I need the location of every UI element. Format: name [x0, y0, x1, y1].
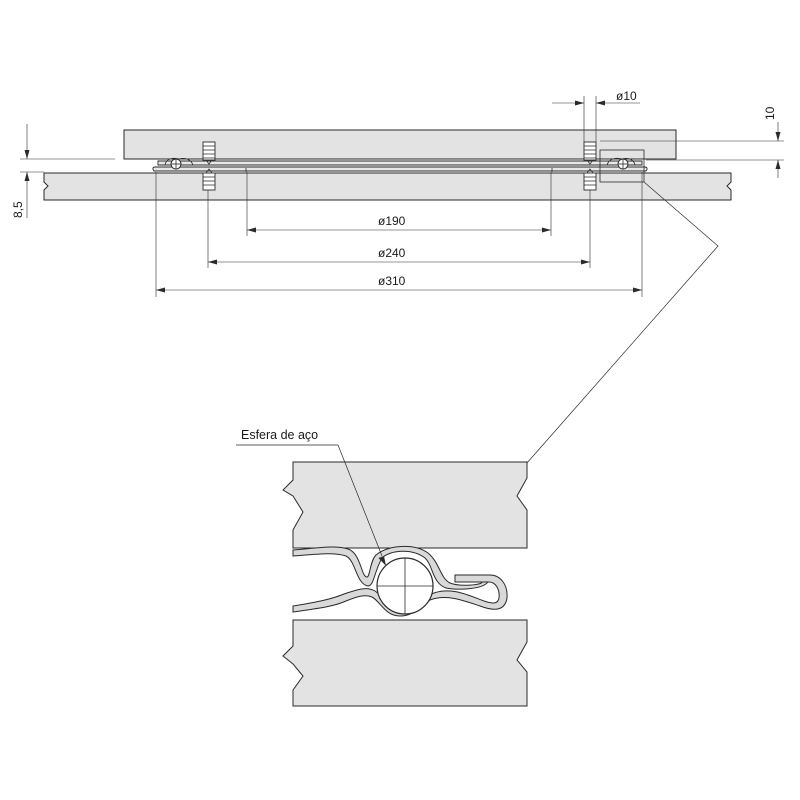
dim-240-label: ø240 [378, 246, 406, 260]
ball-race-left [164, 157, 194, 170]
detail-upper-board [282, 461, 528, 549]
detail-lower-board [282, 619, 528, 707]
steel-ball-label: Esfera de aço [241, 428, 318, 442]
bearing-lower-plate [152, 166, 648, 172]
screw-upper-right [583, 141, 597, 165]
dim-10-diameter-label: ø10 [616, 89, 637, 103]
screw-lower-left [202, 168, 216, 191]
detail-view [236, 444, 528, 707]
dim-85-label: 8,5 [11, 201, 25, 218]
screw-lower-right [583, 168, 597, 191]
dim-190-label: ø190 [378, 214, 406, 228]
dim-10-height-label: 10 [763, 106, 777, 120]
bearing-upper-plate [157, 160, 643, 166]
ball-race-right [606, 157, 636, 170]
dimension-lines [24, 96, 781, 481]
dim-310-label: ø310 [378, 274, 406, 288]
lower-board [43, 172, 732, 201]
detail-callout-box [599, 149, 645, 183]
screw-upper-left [202, 141, 216, 165]
section-view [20, 129, 784, 201]
